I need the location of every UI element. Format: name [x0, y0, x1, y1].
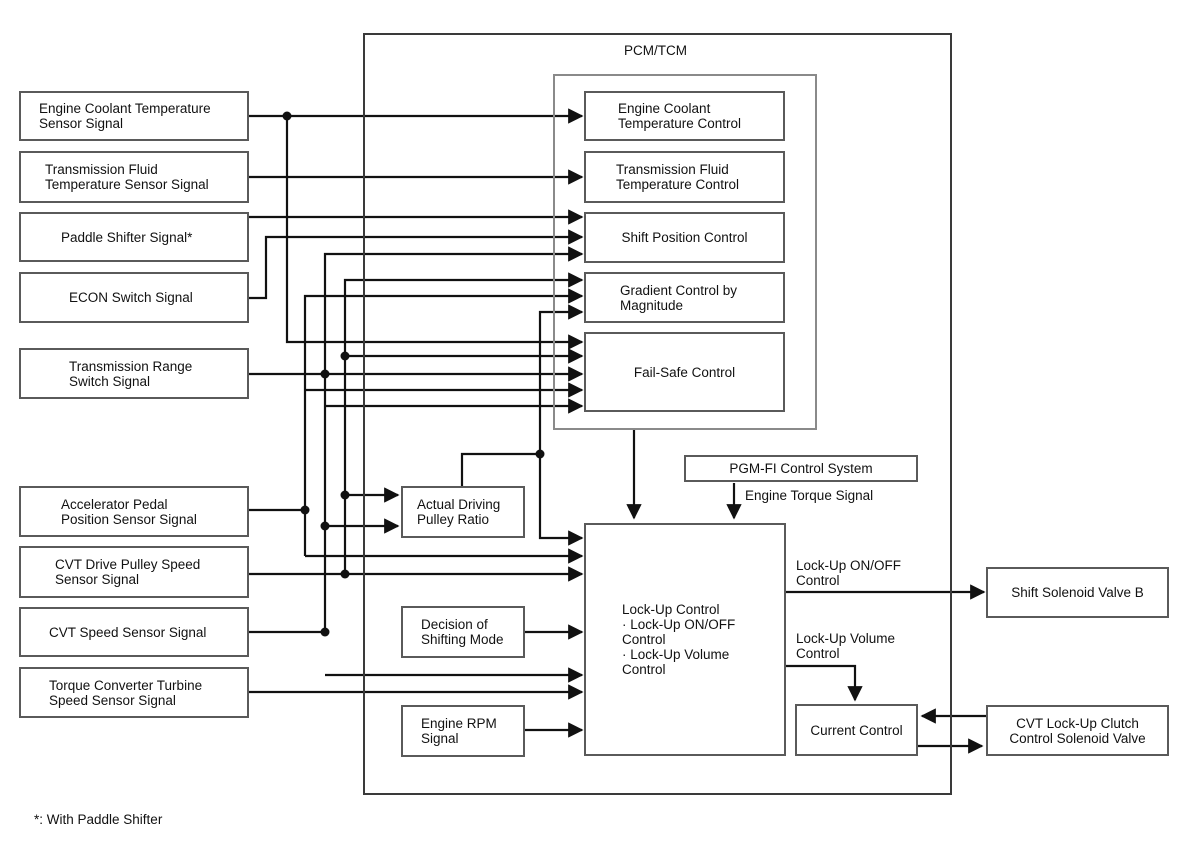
junction-dot [282, 111, 292, 121]
shift-position-control-block: Shift Position Control [584, 212, 785, 263]
pgm-fi-block: PGM-FI Control System [684, 455, 918, 482]
junction-dot [320, 521, 330, 531]
failsafe-control-block: Fail-Safe Control [584, 332, 785, 412]
engine-torque-label: Engine Torque Signal [745, 488, 874, 503]
cvt-clutch-solenoid-block: CVT Lock-Up Clutch Control Solenoid Valv… [986, 705, 1169, 756]
shift-solenoid-b-block: Shift Solenoid Valve B [986, 567, 1169, 618]
input-app-signal: Accelerator Pedal Position Sensor Signal [19, 486, 249, 537]
input-ect-signal: Engine Coolant Temperature Sensor Signal [19, 91, 249, 141]
input-tft-signal: Transmission Fluid Temperature Sensor Si… [19, 151, 249, 203]
junction-dot [320, 627, 330, 637]
input-econ-signal: ECON Switch Signal [19, 272, 249, 323]
junction-dot [340, 351, 350, 361]
engine-rpm-block: Engine RPM Signal [401, 705, 525, 757]
wire-rail-345 [343, 272, 584, 574]
lockup-volume-label: Lock-Up Volume Control [796, 631, 896, 661]
lockup-onoff-label: Lock-Up ON/OFF Control [796, 558, 902, 588]
wire-pulley-out [460, 452, 540, 486]
wire-pulley-to-lockup [538, 454, 584, 546]
wire-ect-to-failsafe [285, 116, 584, 350]
current-control-block: Current Control [795, 704, 918, 756]
junction-dot [300, 505, 310, 515]
pulley-ratio-block: Actual Driving Pulley Ratio [401, 486, 525, 538]
input-cvt-speed-signal: CVT Speed Sensor Signal [19, 607, 249, 657]
junction-dot [535, 449, 545, 459]
gradient-control-block: Gradient Control by Magnitude [584, 272, 785, 323]
junction-dot [340, 490, 350, 500]
footnote: *: With Paddle Shifter [34, 812, 163, 827]
pcm-tcm-title: PCM/TCM [624, 43, 687, 58]
wire-rail-325 [323, 246, 584, 632]
wire-econ-to-shift-position [248, 229, 584, 300]
ect-control-block: Engine Coolant Temperature Control [584, 91, 785, 141]
junction-dot [340, 569, 350, 579]
input-paddle-signal: Paddle Shifter Signal* [19, 212, 249, 262]
pcm-tcm-frame [363, 33, 952, 795]
tf-control-block: Transmission Fluid Temperature Control [584, 151, 785, 203]
control-group-frame [553, 74, 817, 430]
input-cvt-drive-signal: CVT Drive Pulley Speed Sensor Signal [19, 546, 249, 598]
input-trange-signal: Transmission Range Switch Signal [19, 348, 249, 399]
wire-rail-305 [303, 288, 584, 556]
lockup-control-block: Lock-Up Control · Lock-Up ON/OFF Control… [584, 523, 786, 756]
shift-mode-block: Decision of Shifting Mode [401, 606, 525, 658]
junction-dot [320, 369, 330, 379]
wire-lockup-to-current [786, 664, 863, 702]
input-turbine-signal: Torque Converter Turbine Speed Sensor Si… [19, 667, 249, 718]
